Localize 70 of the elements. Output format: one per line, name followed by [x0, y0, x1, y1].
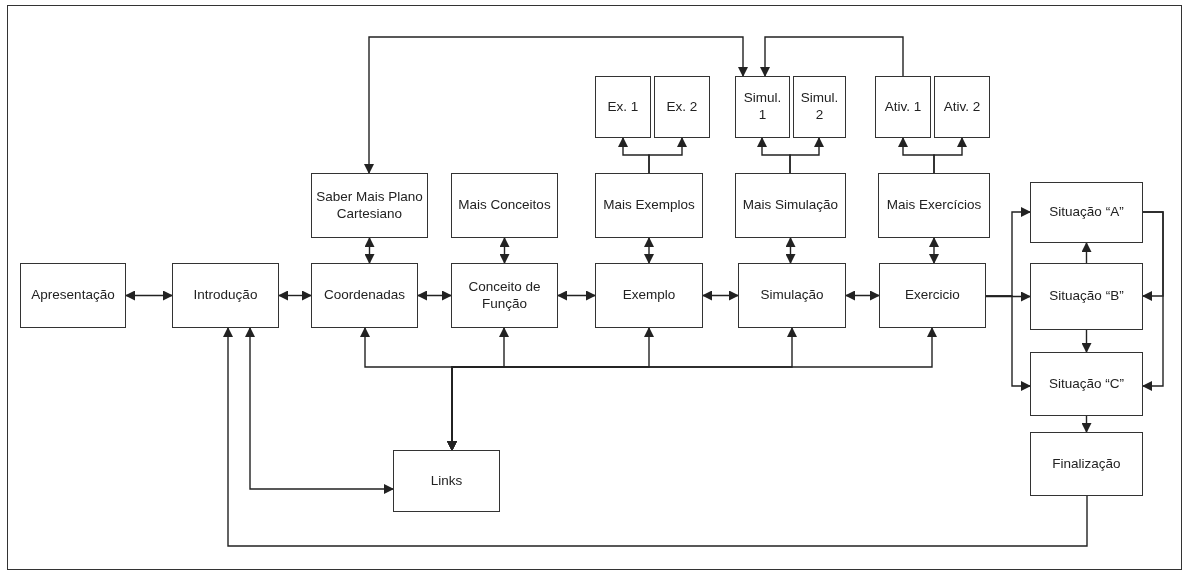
box-label: Apresentação	[31, 287, 115, 304]
box-label: Situação “B”	[1049, 288, 1124, 305]
box-label: Coordenadas	[323, 287, 406, 304]
arrow	[1081, 329, 1092, 353]
arrow	[447, 327, 937, 451]
process-box	[172, 263, 279, 328]
box-label: Conceito de Função	[467, 278, 542, 313]
process-box	[595, 263, 703, 328]
box-label: Mais Exemplos	[603, 197, 695, 214]
arrow	[557, 290, 596, 301]
arrow	[648, 137, 687, 174]
process-box	[20, 263, 126, 328]
box-label: Situação “A”	[1049, 204, 1124, 221]
arrow	[417, 290, 452, 301]
box-label: Mais Exercícios	[886, 197, 982, 214]
process-box	[595, 173, 703, 238]
box-label: Ex. 2	[666, 98, 698, 116]
box-label: Mais Simulação	[742, 197, 839, 214]
arrow	[785, 237, 796, 264]
arrow	[702, 290, 739, 301]
arrow	[278, 290, 312, 301]
process-box	[738, 263, 846, 328]
process-box	[735, 173, 846, 238]
process-box	[934, 76, 990, 138]
arrow	[223, 327, 1088, 547]
arrow	[1142, 211, 1164, 391]
arrow	[789, 137, 824, 174]
arrow	[933, 137, 967, 174]
arrow	[1081, 415, 1092, 433]
process-box	[1030, 352, 1143, 416]
box-label: Simulação	[760, 287, 824, 304]
process-box	[654, 76, 710, 138]
process-box	[1030, 182, 1143, 243]
process-box	[451, 263, 558, 328]
box-label: Exercicio	[905, 287, 960, 304]
arrow	[364, 237, 375, 264]
process-box	[1030, 432, 1143, 496]
box-label: Introdução	[193, 287, 258, 304]
process-box	[1030, 263, 1143, 330]
arrow	[845, 290, 880, 301]
arrow	[985, 295, 1031, 391]
process-box	[875, 76, 931, 138]
arrow	[125, 290, 173, 301]
process-box	[793, 76, 846, 138]
process-box	[451, 173, 558, 238]
box-label: Simul. 2	[799, 90, 840, 124]
arrow	[760, 36, 904, 77]
box-label: Saber Mais Plano Cartesiano	[316, 188, 423, 223]
process-box	[393, 450, 500, 512]
box-label: Ativ. 2	[943, 98, 981, 116]
box-label: Situação “C”	[1049, 375, 1124, 393]
process-box	[878, 173, 990, 238]
arrow	[245, 327, 394, 494]
box-label: Simul. 1	[742, 90, 783, 124]
process-box	[595, 76, 651, 138]
box-label: Ativ. 1	[884, 98, 922, 116]
arrow	[499, 237, 510, 264]
arrow	[644, 237, 654, 264]
box-label: Ex. 1	[607, 98, 639, 116]
process-box	[735, 76, 790, 138]
process-box	[311, 173, 428, 238]
arrow	[929, 237, 939, 264]
box-label: Links	[430, 472, 463, 490]
process-box	[879, 263, 986, 328]
process-box	[311, 263, 418, 328]
box-label: Finalização	[1052, 455, 1121, 473]
arrow	[364, 36, 748, 174]
box-label: Mais Conceitos	[458, 197, 551, 214]
arrow	[1081, 242, 1092, 264]
box-label: Exemplo	[622, 287, 676, 304]
